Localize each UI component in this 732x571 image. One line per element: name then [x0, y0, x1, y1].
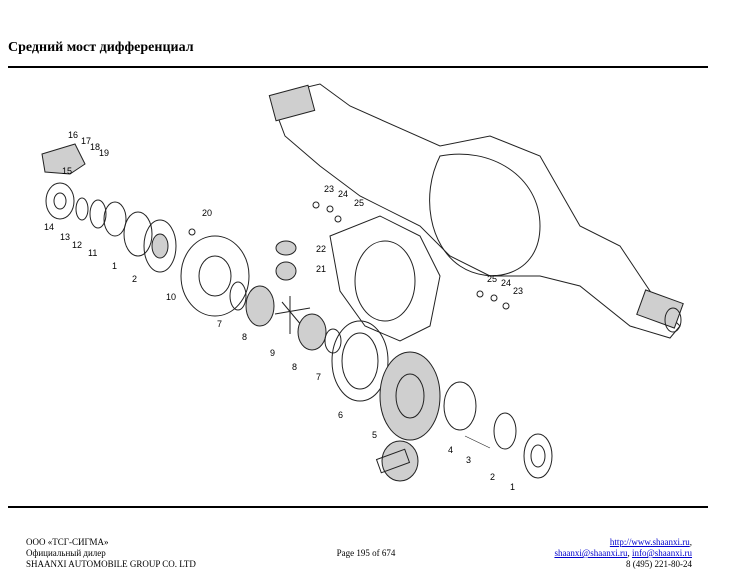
callout-2-right: 2 [490, 472, 495, 482]
callout-22: 22 [316, 244, 326, 254]
callout-12: 12 [72, 240, 82, 250]
callout-24-right: 24 [501, 278, 511, 288]
footer-maker: SHAANXI AUTOMOBILE GROUP CO. LTD [26, 559, 196, 569]
left-parts [41, 143, 177, 273]
site-separator: , [689, 537, 692, 547]
callout-20: 20 [202, 208, 212, 218]
footer-left: ООО «ТСГ-СИГМА» Официальный дилер SHAANX… [26, 537, 196, 570]
carrier-housing [329, 215, 441, 342]
email-link-info[interactable]: info@shaanxi.ru [631, 548, 692, 558]
callout-17: 17 [81, 136, 91, 146]
footer-rule [8, 506, 708, 508]
email-separator: , [627, 548, 632, 558]
callout-3: 3 [466, 455, 471, 465]
callout-1-left: 1 [112, 261, 117, 271]
footer-right: http://www.shaanxi.ru, shaanxi@shaanxi.r… [554, 537, 692, 570]
axle-housing [268, 83, 684, 339]
pinion-and-bearing [375, 381, 553, 482]
callout-23-right: 23 [513, 286, 523, 296]
callout-5: 5 [372, 430, 377, 440]
callout-11: 11 [88, 248, 97, 258]
callout-14: 14 [44, 222, 54, 232]
callout-1-right: 1 [510, 482, 515, 492]
callout-7-right: 7 [316, 372, 321, 382]
page-title: Средний мост дифференциал [8, 40, 194, 55]
callout-25-top: 25 [354, 198, 364, 208]
diff-case-and-gears [180, 235, 441, 441]
email-link-shaanxi[interactable]: shaanxi@shaanxi.ru [554, 548, 628, 558]
differential-exploded-diagram: 16 17 18 19 15 14 13 12 11 1 2 10 20 7 8… [41, 83, 684, 492]
callout-2-left: 2 [132, 274, 137, 284]
footer-company: ООО «ТСГ-СИГМА» [26, 537, 109, 547]
callout-25-right: 25 [487, 274, 497, 284]
footer-phone: 8 (495) 221-80-24 [626, 559, 692, 569]
header-rule [8, 66, 708, 68]
callout-7-left: 7 [217, 319, 222, 329]
callout-8-right: 8 [292, 362, 297, 372]
callout-23-top: 23 [324, 184, 334, 194]
callout-16: 16 [68, 130, 78, 140]
page-number: Page 195 of 674 [336, 548, 396, 558]
callout-18: 18 [90, 142, 100, 152]
callout-15: 15 [62, 166, 72, 176]
callout-21: 21 [316, 264, 326, 274]
callout-19: 19 [99, 148, 109, 158]
callout-8-left: 8 [242, 332, 247, 342]
callouts: 16 17 18 19 15 14 13 12 11 1 2 10 20 7 8… [44, 130, 523, 492]
fasteners [188, 201, 510, 310]
callout-24-top: 24 [338, 189, 348, 199]
callout-6: 6 [338, 410, 343, 420]
callout-4: 4 [448, 445, 453, 455]
footer-dealer: Официальный дилер [26, 548, 106, 558]
callout-10: 10 [166, 292, 176, 302]
callout-13: 13 [60, 232, 70, 242]
callout-9: 9 [270, 348, 275, 358]
site-link[interactable]: http://www.shaanxi.ru [609, 537, 690, 547]
